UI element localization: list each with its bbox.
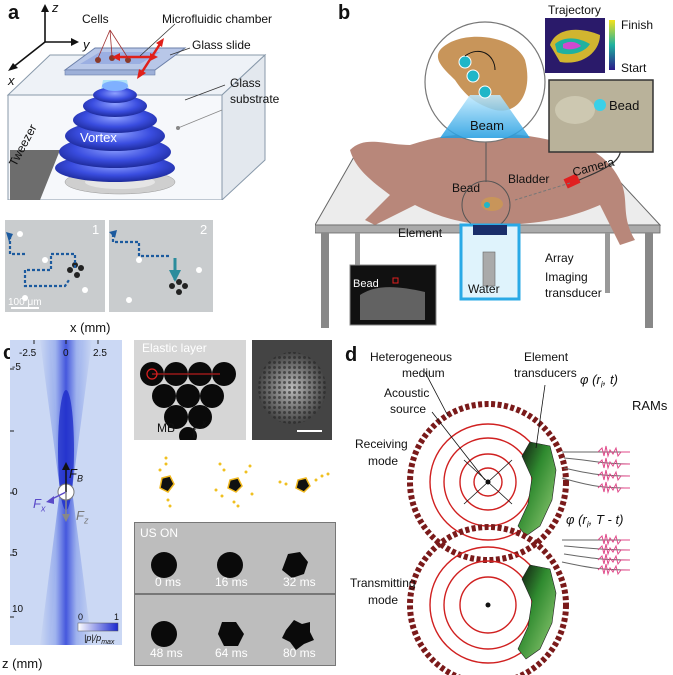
glass-slide-label: Glass slide — [192, 38, 251, 52]
water-label: Water — [468, 282, 500, 296]
axis-x-label: x — [8, 73, 15, 88]
ram-signals-bottom — [597, 533, 630, 576]
panel-b-illustration — [315, 18, 662, 328]
trajectory-colorbar — [609, 20, 615, 70]
transmitting-mode-label-1: Transmitting — [350, 576, 416, 590]
bead-inset-label: Bead — [609, 98, 640, 113]
z-tick: -5 — [12, 362, 21, 373]
x-tick: 2.5 — [93, 348, 107, 359]
x-axis-title: x (mm) — [70, 320, 111, 335]
finish-label: Finish — [621, 18, 654, 32]
z-tick: 0 — [12, 487, 18, 498]
panel-c-letter: c — [3, 342, 15, 364]
small-axis-z: z — [192, 422, 197, 432]
glass-substrate-side — [221, 53, 266, 202]
time-label-64: 64 ms — [215, 646, 248, 660]
element-label: Element — [398, 226, 443, 240]
trajectory-path-2 — [109, 230, 202, 303]
imaging-label-2: transducer — [545, 286, 602, 300]
beam-label: Beam — [470, 118, 504, 133]
bead-label: Bead — [452, 181, 481, 195]
timelapse-bubbles — [151, 552, 314, 650]
acoustic-source-label-1: Acoustic — [384, 386, 430, 400]
panel-d-letter: d — [345, 344, 358, 366]
time-label-0: 0 ms — [155, 575, 182, 589]
cells-label: Cells — [82, 12, 109, 26]
trajectory-title: Trajectory — [548, 3, 601, 17]
time-label-32: 32 ms — [283, 575, 316, 589]
colorbar-max: 1 — [114, 612, 120, 622]
microbubble-pattern — [140, 362, 236, 445]
receiving-mode-label-1: Receiving — [355, 437, 408, 451]
elastic-layer-label: Elastic layer — [142, 341, 207, 355]
phi-receiving-label: φ (ri, t) — [580, 372, 618, 390]
element-transducers-label-1: Element — [524, 350, 569, 364]
colorbar-min: 0 — [78, 612, 84, 622]
panel-a-letter: a — [8, 2, 20, 24]
scale-bar-label: 100 μm — [8, 297, 42, 308]
transmitting-ring — [407, 524, 631, 675]
chamber-label: Microfluidic chamber — [162, 12, 273, 26]
hetero-label-2: medium — [402, 366, 445, 380]
frame-1-number: 1 — [92, 222, 100, 237]
microscope-frame-2 — [109, 220, 213, 312]
colorbar — [77, 622, 119, 632]
cell — [125, 57, 131, 63]
time-label-80: 80 ms — [283, 646, 316, 660]
imaging-transducer — [482, 251, 496, 287]
bead-us-label: Bead — [353, 278, 379, 290]
cluster-shape-3 — [278, 472, 330, 493]
receiving-ring — [407, 401, 631, 563]
acoustic-source-label-2: source — [390, 402, 427, 416]
start-label: Start — [621, 61, 647, 75]
small-axis-x: x — [202, 418, 207, 428]
x-tick: 0 — [63, 348, 69, 359]
x-tick: -2.5 — [19, 348, 37, 359]
colorbar-label: |p|/pmax — [84, 633, 115, 646]
receiving-mode-label-2: mode — [368, 454, 399, 468]
bladder-label: Bladder — [508, 172, 550, 186]
cluster-shape-2 — [214, 462, 254, 508]
force-fx-label: Fx — [33, 496, 46, 514]
camera-icon — [563, 173, 581, 189]
cell — [95, 57, 101, 63]
glass-substrate-label-1: Glass — [230, 76, 261, 90]
z-tick: 5 — [12, 548, 18, 559]
time-label-48: 48 ms — [150, 646, 183, 660]
array-label: Array — [545, 251, 574, 265]
us-on-label: US ON — [140, 526, 179, 540]
cluster-shape-1 — [158, 456, 175, 508]
z-tick: 10 — [12, 604, 24, 615]
frame-2-number: 2 — [200, 222, 208, 237]
mb-label: MB — [157, 421, 175, 435]
heterogeneous-tumor-2 — [517, 564, 557, 660]
time-label-16: 16 ms — [215, 575, 248, 589]
ram-signals-top — [597, 445, 630, 494]
element-transducers-label-2: transducers — [514, 366, 577, 380]
microscope-frame-1 — [5, 220, 105, 312]
glass-substrate-label-2: substrate — [230, 92, 280, 106]
panel-d-diagram — [407, 371, 631, 675]
z-axis-title: z (mm) — [2, 656, 43, 671]
pig-silhouette — [350, 133, 635, 245]
axis-z-label: z — [52, 0, 59, 15]
acoustic-field-plot — [10, 340, 122, 645]
panel-a-illustration — [0, 4, 320, 205]
force-fz-label: Fz — [76, 508, 89, 526]
phi-transmitting-label: φ (ri, T - t) — [566, 512, 624, 530]
elastic-layer-image — [134, 340, 246, 445]
bead-cluster-shapes — [158, 456, 330, 508]
transmitting-mode-label-2: mode — [368, 593, 399, 607]
trajectory-path-1 — [6, 231, 88, 309]
rams-label: RAMs — [632, 398, 668, 413]
hetero-label-1: Heterogeneous — [370, 350, 453, 364]
imaging-label-1: Imaging — [545, 270, 588, 284]
axis-y-label: y — [83, 37, 90, 52]
vortex-label: Vortex — [80, 130, 117, 145]
force-fb-label: FB — [69, 466, 83, 484]
panel-b-letter: b — [338, 2, 351, 24]
microbubble-array-photo — [252, 340, 332, 440]
heterogeneous-tumor — [517, 441, 557, 537]
